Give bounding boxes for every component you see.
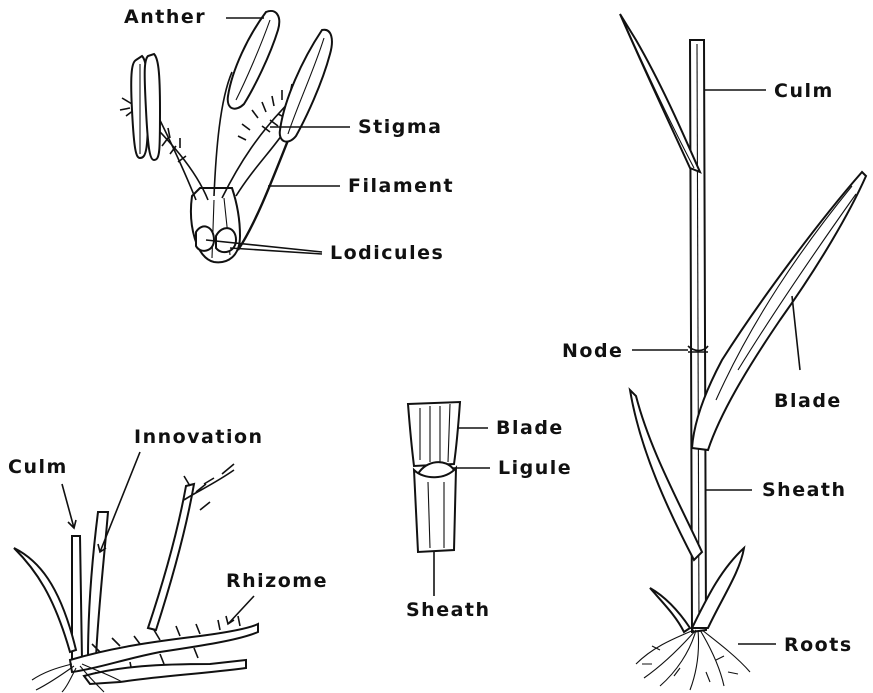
label-blade: Blade xyxy=(774,392,842,411)
label-filament: Filament xyxy=(348,177,454,196)
anther-top xyxy=(228,11,280,109)
leaf-collar-drawing xyxy=(408,402,490,596)
label-base-innovation: Innovation xyxy=(134,428,264,447)
label-sheath: Sheath xyxy=(762,481,847,500)
label-collar-ligule: Ligule xyxy=(498,459,572,478)
plant-roots xyxy=(636,630,750,690)
leader-base-rhizome xyxy=(226,596,254,624)
plant-base-drawing xyxy=(14,452,258,692)
leader-blade xyxy=(792,296,800,370)
label-roots: Roots xyxy=(784,636,853,655)
label-collar-blade: Blade xyxy=(496,419,564,438)
label-node: Node xyxy=(562,342,623,361)
anther-left xyxy=(131,54,160,160)
flower-ovary xyxy=(191,188,240,262)
plant-upper-leaf xyxy=(620,14,700,172)
anther-right xyxy=(280,30,332,142)
grass-flower-drawing xyxy=(120,11,350,262)
grass-plant-drawing xyxy=(620,14,866,690)
collar-blade xyxy=(408,402,460,466)
label-collar-sheath: Sheath xyxy=(406,601,491,620)
label-stigma: Stigma xyxy=(358,118,443,137)
lodicule-left xyxy=(196,226,214,250)
label-anther: Anther xyxy=(124,8,206,27)
base-innovation xyxy=(88,512,108,658)
label-base-culm: Culm xyxy=(8,458,68,477)
leader-base-culm xyxy=(62,484,76,528)
collar-sheath xyxy=(414,468,456,552)
label-culm: Culm xyxy=(774,82,834,101)
label-lodicules: Lodicules xyxy=(330,244,444,263)
label-base-rhizome: Rhizome xyxy=(226,572,328,591)
